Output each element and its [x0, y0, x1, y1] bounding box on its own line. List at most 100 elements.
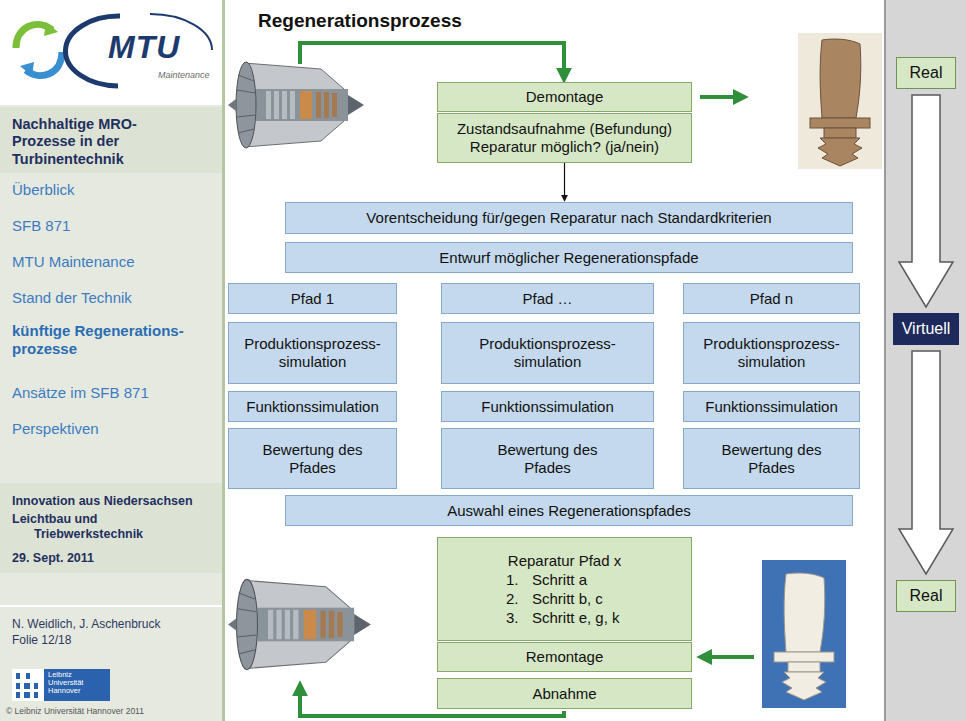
box-label: Reparatur Pfad x [444, 552, 685, 570]
box-content: Pfad n [750, 290, 793, 308]
process-box: Demontage [437, 82, 692, 112]
box-content: Funktionssimulation [246, 398, 379, 416]
sidebar-heading: Nachhaltige MRO-Prozesse in der Turbinen… [12, 116, 177, 168]
university-logo [24, 683, 30, 689]
sidebar-border [884, 0, 886, 721]
nav-item: Perspektiven [12, 420, 212, 438]
nav-item: Überblick [12, 181, 212, 199]
sidebar-band [0, 483, 222, 573]
step-text: Schritt b, c [532, 590, 685, 608]
box-label: Virtuell [902, 319, 951, 338]
university-logo [34, 683, 38, 689]
process-box: Reparatur Pfad x1.Schritt a2.Schritt b, … [437, 537, 692, 641]
worn-blade [810, 39, 870, 166]
box-content: Abnahme [532, 685, 596, 703]
process-box: Abnahme [437, 678, 692, 709]
box-label: Pfad n [750, 290, 793, 308]
phase-box-dark: Virtuell [893, 313, 959, 345]
flow-arrow [300, 43, 564, 79]
slide-title: Regenerationsprozess [258, 10, 462, 32]
engine-illustration [228, 62, 364, 148]
sidebar-panel [886, 0, 966, 721]
box-label: Funktionssimulation [481, 398, 614, 416]
box-label: Real [910, 586, 943, 605]
logo-text: MTU [108, 28, 208, 66]
event-name: Innovation aus Niedersachsen [12, 494, 217, 509]
event-name: Leichtbau und Triebwerkstechnik [12, 512, 184, 542]
logo-swirl [20, 62, 34, 76]
engine-illustration [228, 579, 371, 669]
step-text: Schritt e, g, k [532, 609, 685, 627]
university-logo [44, 669, 110, 701]
box-content: Entwurf möglicher Regenerationspfade [439, 249, 698, 267]
box-label: Funktionssimulation [705, 398, 838, 416]
phase-box: Real [896, 580, 956, 612]
box-content: Reparatur Pfad x1.Schritt a2.Schritt b, … [444, 552, 685, 627]
box-label: Zustandsaufnahme (Befundung) [457, 120, 672, 138]
flow-arrow [701, 655, 754, 659]
author-names: N. Weidlich, J. Aschenbruck [12, 617, 217, 631]
simulation-box: Bewertung des Pfades [228, 428, 397, 489]
university-logo [16, 683, 20, 689]
box-label: Produktionsprozess- simulation [235, 335, 390, 371]
nav-item: Stand der Technik [12, 289, 212, 307]
photo-background [762, 560, 846, 708]
simulation-box: Funktionssimulation [683, 391, 860, 422]
repaired-blade [774, 573, 834, 700]
university-logo [16, 692, 20, 698]
box-label: Real [910, 63, 943, 82]
box-content: Vorentscheidung für/gegen Reparatur nach… [366, 209, 771, 227]
box-label: Funktionssimulation [246, 398, 379, 416]
box-content: Pfad 1 [291, 290, 334, 308]
nav-item: MTU Maintenance [12, 253, 212, 271]
box-content: Virtuell [902, 319, 951, 338]
phase-arrow [899, 351, 953, 574]
simulation-box: Entwurf möglicher Regenerationspfade [285, 242, 853, 273]
box-label: Produktionsprozess- simulation [468, 335, 628, 371]
box-label: Remontage [526, 648, 604, 666]
simulation-box: Pfad … [441, 283, 654, 314]
event-date: 29. Sept. 2011 [12, 551, 212, 566]
university-logo [24, 692, 30, 698]
process-box: Zustandsaufnahme (Befundung)Reparatur mö… [437, 113, 692, 163]
box-content: Remontage [526, 648, 604, 666]
flow-connector [564, 163, 565, 201]
box-label: Auswahl eines Regenerationspfades [447, 502, 691, 520]
university-logo [12, 669, 44, 701]
logo-subtext: Maintenance [158, 70, 218, 81]
box-label: Bewertung des Pfades [253, 441, 373, 477]
simulation-box: Vorentscheidung für/gegen Reparatur nach… [285, 202, 853, 234]
box-content: Demontage [526, 88, 604, 106]
simulation-box: Produktionsprozess- simulation [683, 322, 860, 384]
nav-item-active: künftige Regenerations- prozesse [12, 322, 217, 358]
box-label: Vorentscheidung für/gegen Reparatur nach… [366, 209, 771, 227]
simulation-box: Pfad 1 [228, 283, 397, 314]
box-content: Produktionsprozess- simulation [692, 335, 852, 371]
logo-swirl [44, 22, 58, 36]
sidebar-panel [0, 0, 222, 721]
simulation-box: Funktionssimulation [441, 391, 654, 422]
box-label: Bewertung des Pfades [712, 441, 832, 477]
step-number: 1. [506, 571, 532, 589]
box-content: Funktionssimulation [481, 398, 614, 416]
nav-item: Ansätze im SFB 871 [12, 384, 212, 402]
sidebar-band [0, 107, 222, 173]
process-box: Remontage [437, 642, 692, 672]
slide-number: Folie 12/18 [12, 633, 217, 647]
step-number: 3. [506, 609, 532, 627]
box-content: Auswahl eines Regenerationspfades [447, 502, 691, 520]
step-text: Schritt a [532, 571, 685, 589]
copyright-note: © Leibniz Universität Hannover 2011 [6, 706, 220, 716]
box-content: Bewertung des Pfades [712, 441, 832, 477]
nav-item: SFB 871 [12, 217, 212, 235]
box-content: Bewertung des Pfades [488, 441, 608, 477]
photo-background [798, 33, 882, 169]
box-label: Abnahme [532, 685, 596, 703]
flow-arrow [700, 95, 744, 99]
phase-box: Real [896, 57, 956, 89]
phase-arrow [899, 95, 953, 307]
simulation-box: Bewertung des Pfades [441, 428, 654, 489]
box-label: Pfad … [522, 290, 572, 308]
box-content: Real [910, 63, 943, 82]
